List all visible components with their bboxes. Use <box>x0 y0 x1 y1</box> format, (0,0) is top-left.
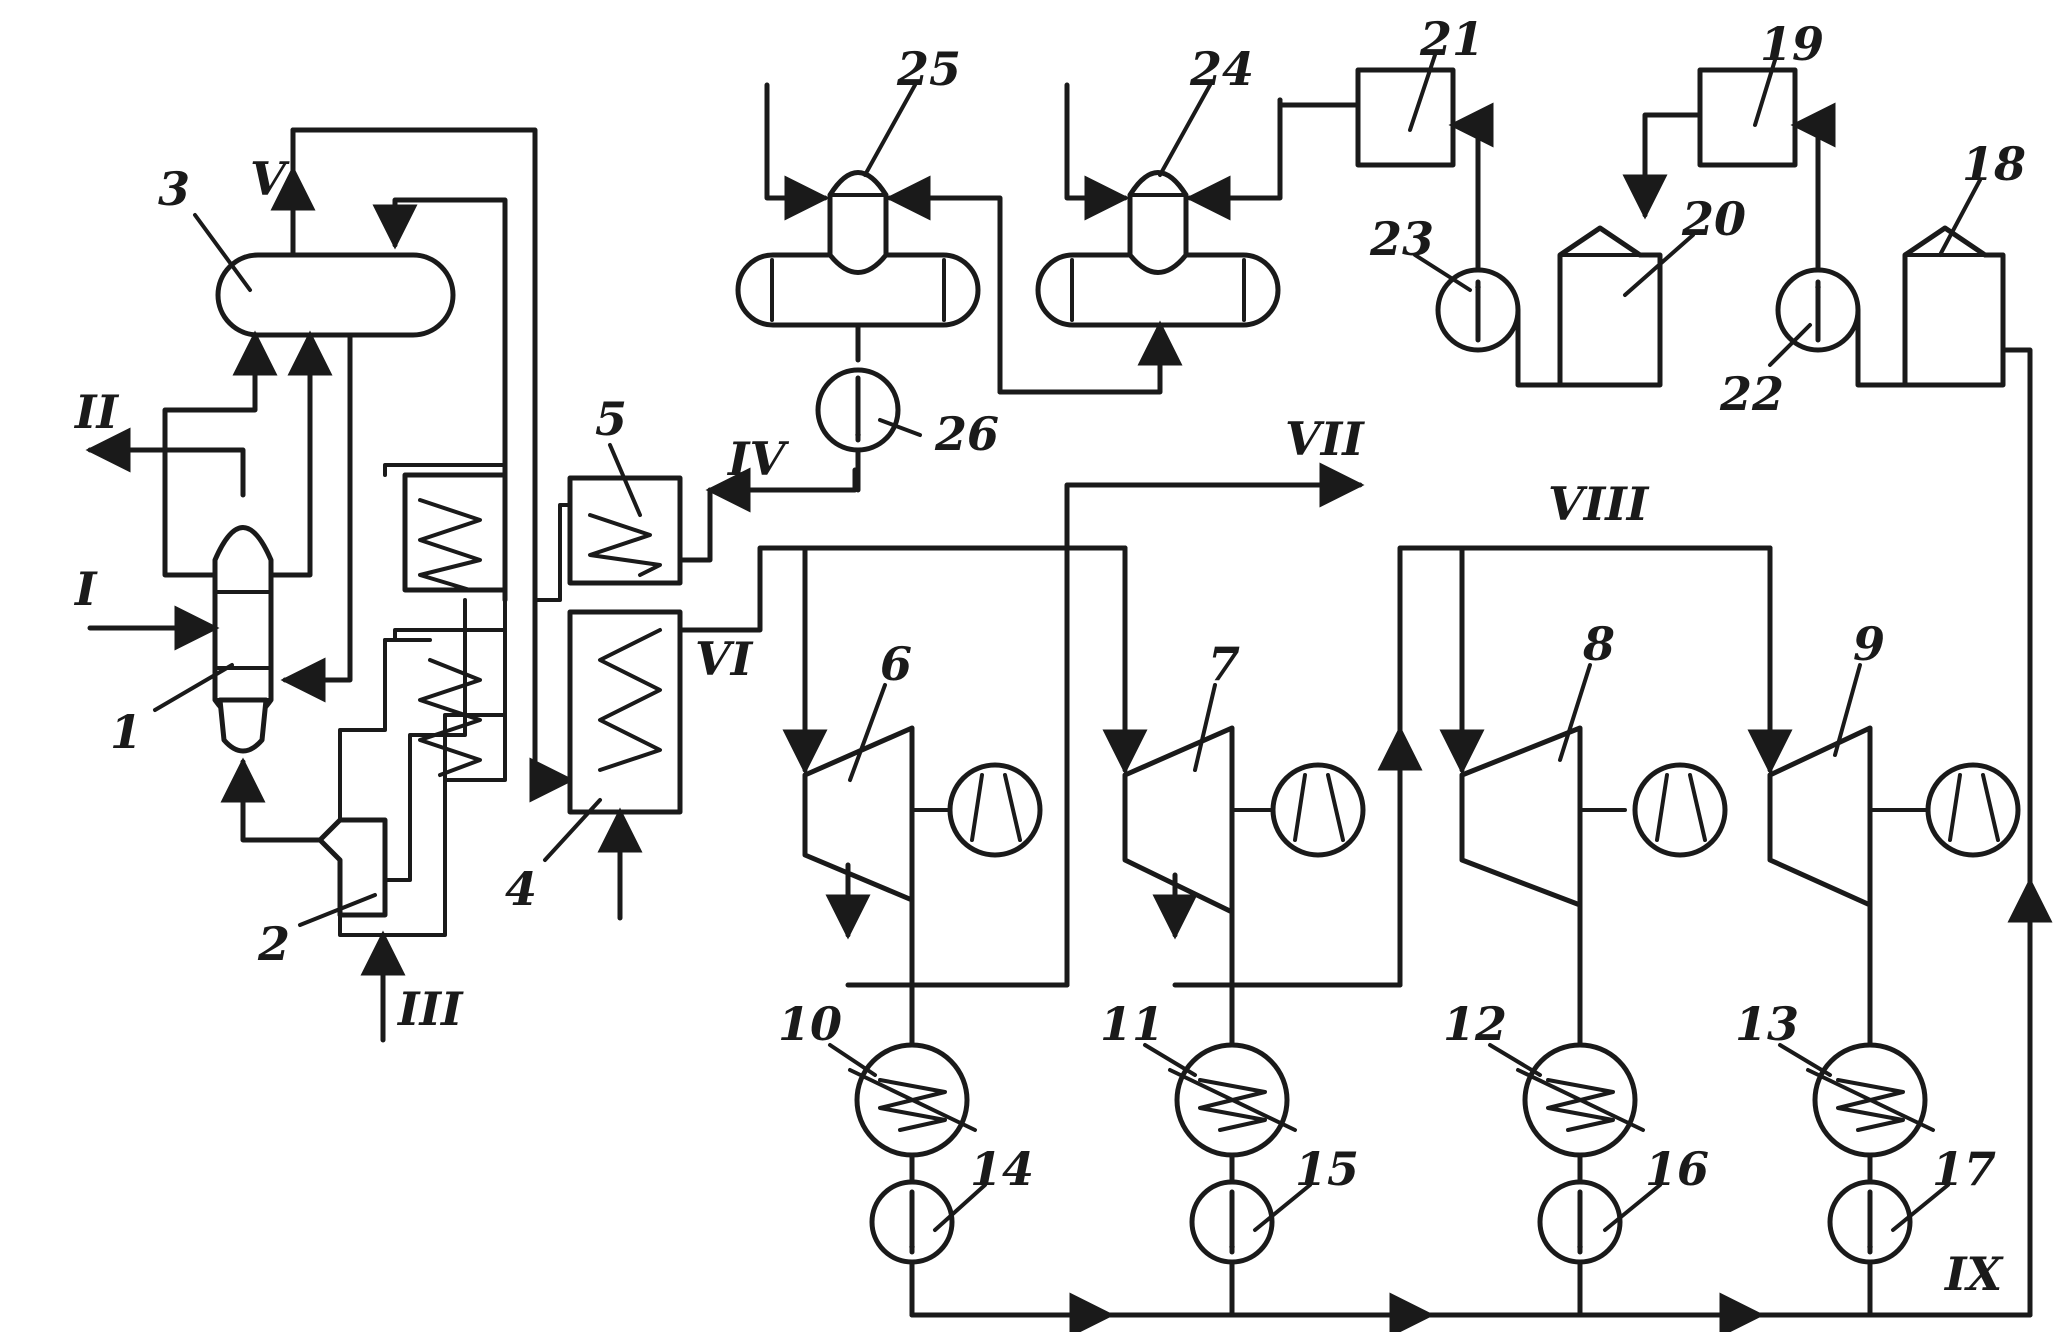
steam-to-heater-line <box>290 127 575 803</box>
pump-23 <box>1435 267 1521 353</box>
line-vi <box>677 545 1128 633</box>
separator-25-inlet-right <box>885 175 1003 395</box>
label-10: 10 <box>778 997 842 1051</box>
tank-20-outlet <box>1515 307 1563 388</box>
stream-label-v: V <box>250 152 290 206</box>
label-1: 1 <box>110 705 142 759</box>
stream-label-ix: IX <box>1943 1247 2005 1301</box>
pump-22-outlet <box>1790 102 1836 273</box>
pump-17 <box>1827 1152 1913 1318</box>
label-6: 6 <box>880 637 912 691</box>
label-14: 14 <box>970 1142 1034 1196</box>
condenser-13 <box>1806 1042 1935 1158</box>
pump-15 <box>1189 1152 1275 1318</box>
stream-label-vii: VII <box>1285 412 1365 466</box>
label-19: 19 <box>1760 17 1824 71</box>
line-iv-to-heater <box>677 487 713 563</box>
label-23: 23 <box>1369 212 1434 266</box>
label-21: 21 <box>1419 12 1484 66</box>
turbine-7 <box>1122 725 1366 915</box>
pump-16 <box>1537 1152 1623 1318</box>
line-19-to-20 <box>1622 112 1703 220</box>
reactor-to-drum-line <box>162 330 278 453</box>
separator-24-bottom-line <box>997 320 1183 395</box>
unit-21 <box>1355 67 1456 168</box>
stream-label-iii: III <box>396 982 464 1036</box>
steam-drum-3 <box>215 252 456 338</box>
reactor-bottom-line <box>240 759 323 843</box>
separator-25-inlet-left <box>764 82 830 221</box>
turbine-8 <box>1459 725 1728 908</box>
label-12: 12 <box>1443 997 1507 1051</box>
label-26: 26 <box>934 407 999 461</box>
separator-25 <box>735 170 981 328</box>
separator-24 <box>1035 170 1281 328</box>
reactor-riser-line <box>268 330 333 578</box>
unit-19 <box>1697 67 1798 168</box>
label-4: 4 <box>505 862 537 916</box>
pump-23-outlet <box>1448 102 1494 273</box>
line-viii <box>1397 545 1773 988</box>
turbine-9 <box>1767 725 2021 908</box>
reactor-1 <box>212 525 274 754</box>
line-iv <box>705 467 858 513</box>
label-2: 2 <box>257 917 290 971</box>
pump-14 <box>869 1152 955 1318</box>
stream-label-viii: VIII <box>1548 477 1650 531</box>
label-13: 13 <box>1735 997 1799 1051</box>
label-25: 25 <box>896 42 961 96</box>
line-vii <box>1064 462 1365 988</box>
heater-4 <box>567 609 683 815</box>
label-9: 9 <box>1853 617 1885 671</box>
return-line-ix-right <box>2000 347 2033 1318</box>
label-17: 17 <box>1932 1142 1996 1196</box>
leader-lines <box>153 53 1982 1232</box>
tank-20 <box>1557 225 1663 388</box>
stream-label-vi: VI <box>695 632 754 686</box>
line-24-to-21 <box>1277 97 1361 108</box>
tank-18-outlet <box>1855 307 1908 388</box>
label-8: 8 <box>1582 617 1615 671</box>
label-15: 15 <box>1295 1142 1359 1196</box>
coil-box-left <box>383 463 508 593</box>
condenser-12 <box>1516 1042 1645 1158</box>
label-18: 18 <box>1962 137 2026 191</box>
label-20: 20 <box>1681 192 1746 246</box>
condenser-10 <box>848 1042 977 1158</box>
separator-24-inlet-right <box>1185 97 1283 221</box>
stream-label-iv: IV <box>726 432 790 486</box>
tank-18 <box>1902 225 2006 388</box>
label-11: 11 <box>1100 997 1164 1051</box>
separator-24-inlet-left <box>1064 82 1130 221</box>
drum-return-line <box>372 197 508 603</box>
product-line-ii <box>85 427 246 498</box>
stream-label-i: I <box>73 562 98 616</box>
pump-26 <box>815 367 901 453</box>
label-5: 5 <box>595 392 627 446</box>
label-7: 7 <box>1208 637 1240 691</box>
heater-5 <box>533 475 683 602</box>
drum-downcomer-line <box>280 332 353 703</box>
condenser-11 <box>1168 1042 1297 1158</box>
turbine-6 <box>802 725 1043 903</box>
label-22: 22 <box>1719 367 1784 421</box>
boiler-2 <box>317 598 507 937</box>
label-24: 24 <box>1189 42 1254 96</box>
reactor-bypass-line <box>162 447 218 578</box>
stream-label-ii: II <box>73 385 120 439</box>
label-3: 3 <box>158 162 190 216</box>
coil-upper-boiler <box>383 628 507 782</box>
pump-22 <box>1775 267 1861 353</box>
label-16: 16 <box>1645 1142 1709 1196</box>
